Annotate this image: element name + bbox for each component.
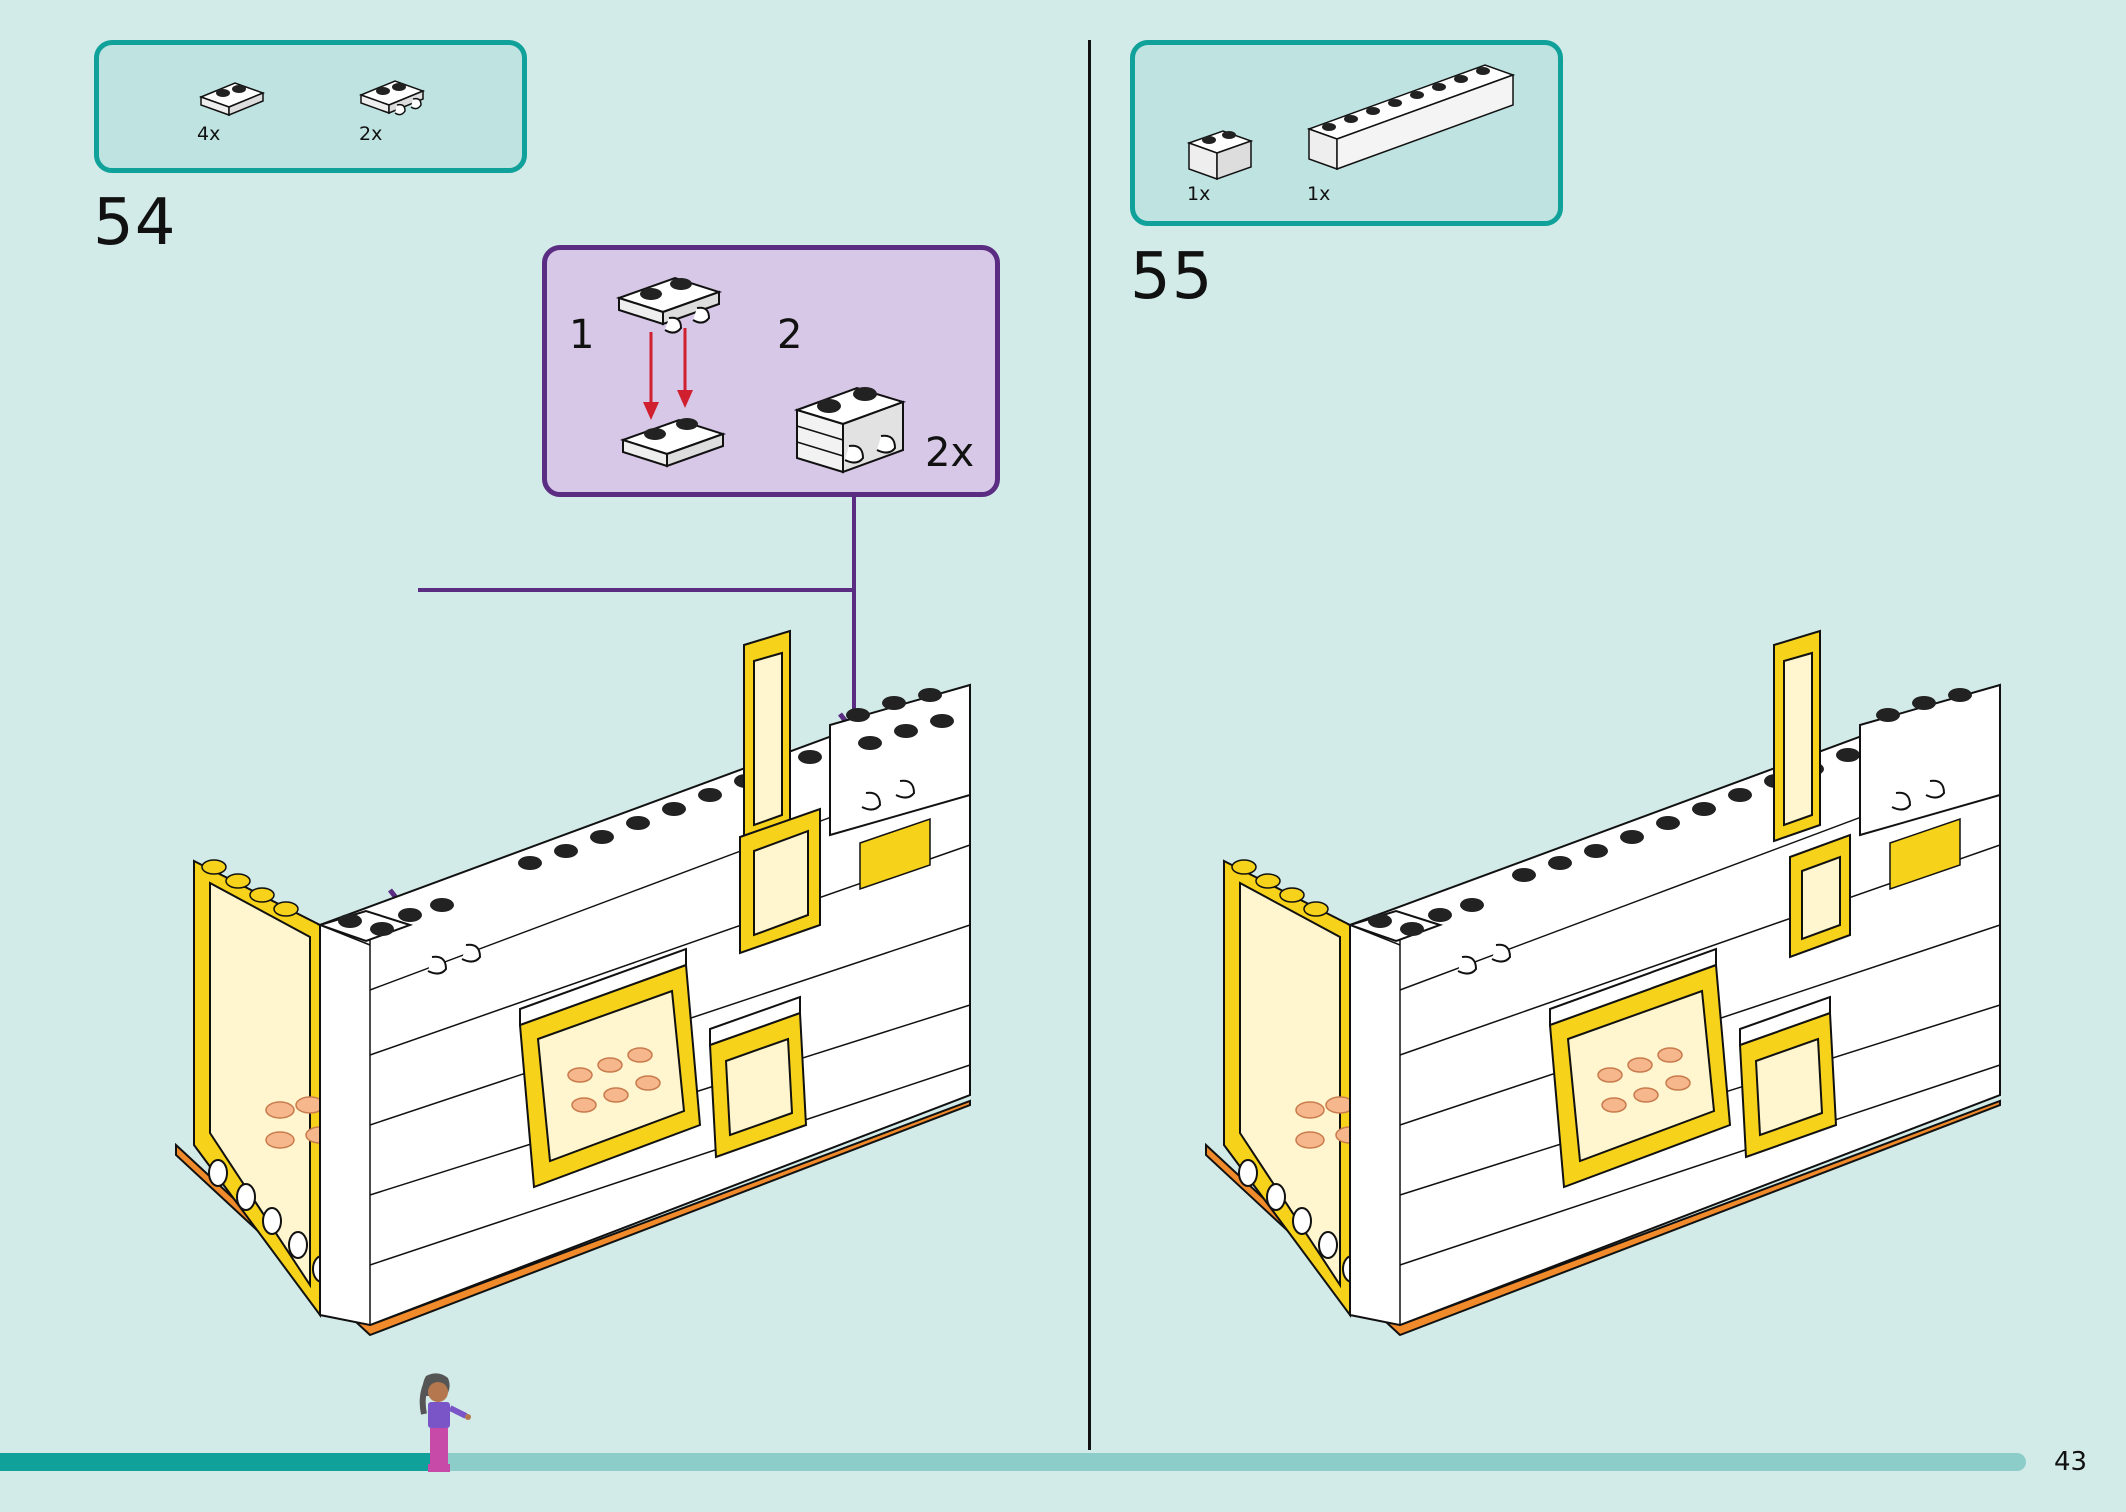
substep-1-label: 1 [569, 312, 595, 358]
model-step-55 [1205, 629, 2001, 1337]
progress-track [0, 1453, 2026, 1471]
subassembly-illustration [615, 276, 907, 474]
minifigure-icon [419, 1373, 471, 1472]
progress-fill [0, 1453, 446, 1471]
substep-2-label: 2 [777, 312, 803, 358]
step-number-54: 54 [93, 186, 177, 260]
parts-list-step-54: 4x 2x [94, 40, 527, 173]
subassembly-multiplier: 2x [925, 430, 975, 476]
model-step-54 [175, 629, 971, 1337]
part-qty: 1x [1307, 183, 1331, 205]
step-number-55: 55 [1130, 240, 1214, 314]
brick-1x8-icon [1306, 64, 1516, 171]
page-divider [1088, 40, 1091, 1450]
plate-1x2-icon [198, 82, 266, 117]
part-qty: 2x [359, 123, 383, 145]
subassembly-box: 1 2 2x [542, 245, 1000, 497]
page-number: 43 [2054, 1447, 2088, 1477]
part-qty: 4x [197, 123, 221, 145]
brick-1x2-icon [1186, 130, 1254, 181]
plate-clip-icon [358, 80, 426, 116]
parts-list-step-55: 1x 1x [1130, 40, 1563, 226]
part-qty: 1x [1187, 183, 1211, 205]
